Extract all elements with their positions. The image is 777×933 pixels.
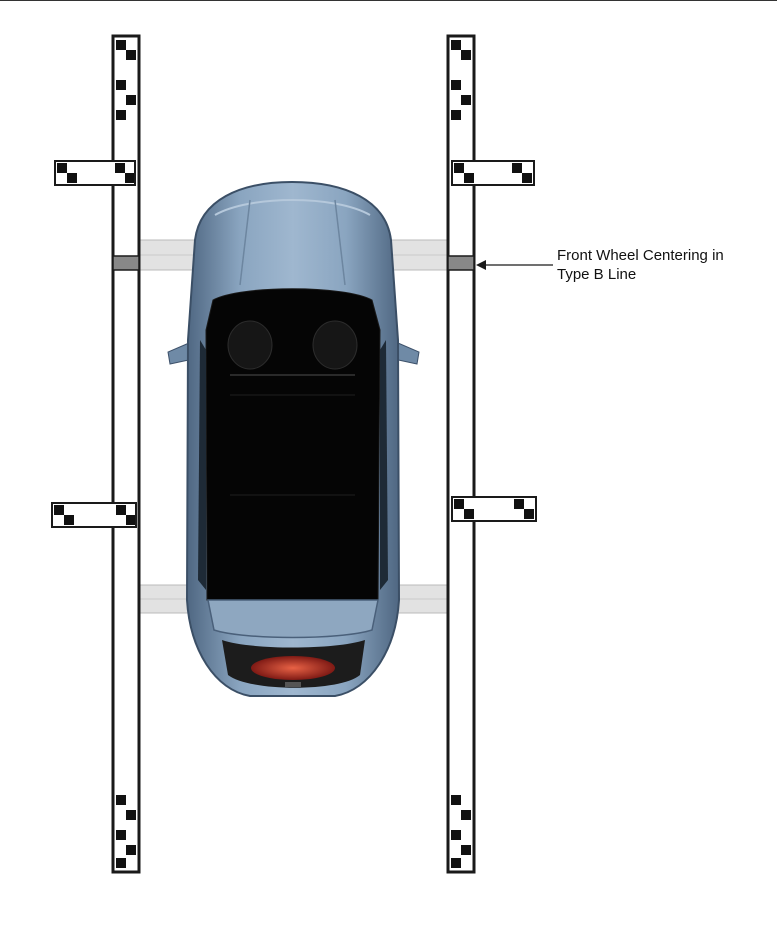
- front-wheel-centering-callout: Front Wheel Centering in Type B Line: [557, 246, 772, 284]
- top-border: [0, 0, 777, 1]
- target-arm-left-front: [54, 160, 136, 186]
- target-arm-right-front: [451, 160, 535, 186]
- callout-line-1: Front Wheel Centering in: [557, 247, 724, 264]
- car-top-view: [167, 180, 420, 697]
- target-arm-right-rear: [451, 496, 537, 522]
- callout-line-2: Type B Line: [557, 266, 637, 283]
- target-arm-left-rear: [51, 502, 137, 528]
- leader-arrow: [476, 260, 553, 270]
